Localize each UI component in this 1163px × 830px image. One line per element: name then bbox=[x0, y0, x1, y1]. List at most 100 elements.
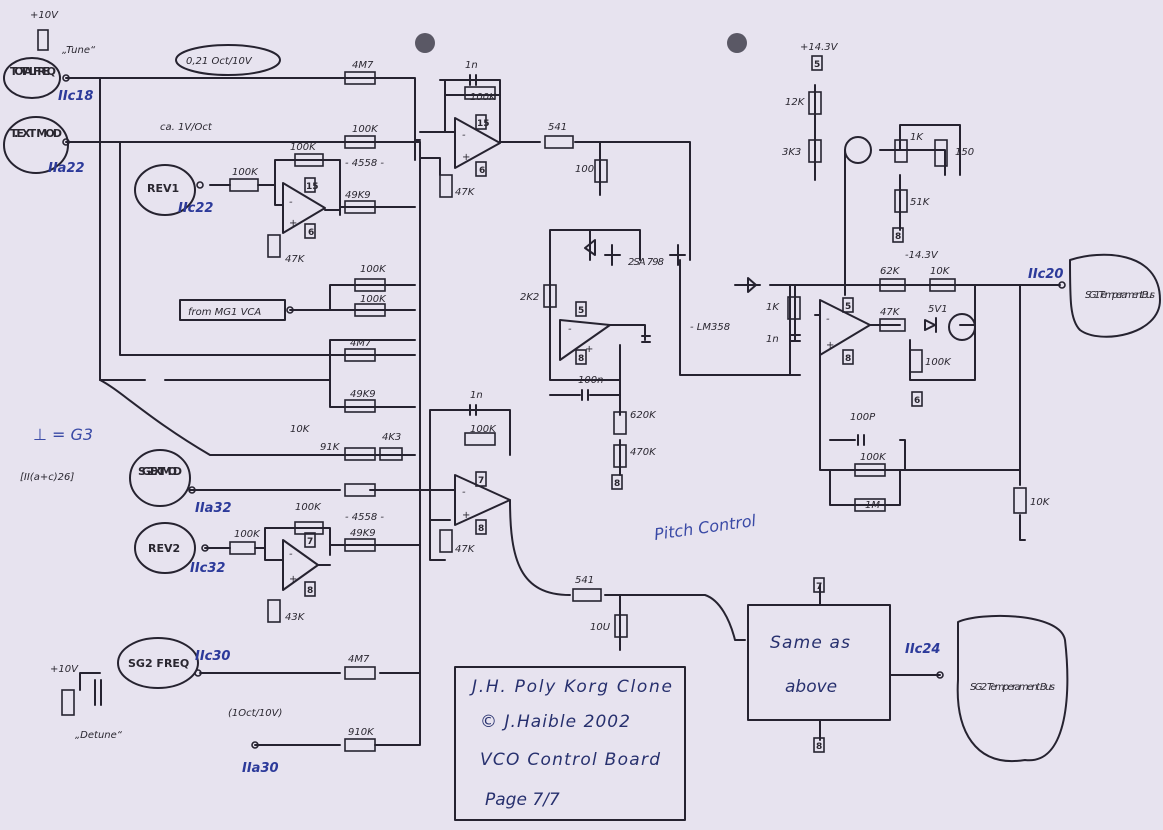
capacitors bbox=[79, 74, 865, 706]
resistors bbox=[37, 29, 1027, 752]
bubble-from-mg1 bbox=[179, 299, 286, 321]
ref-iia30: IIa30 bbox=[242, 761, 279, 776]
opamp-rev2 bbox=[282, 539, 319, 591]
svg-text:+10V: +10V bbox=[30, 10, 59, 21]
val-100k-out: 100K bbox=[925, 357, 952, 368]
val-1k: 1K bbox=[766, 302, 780, 313]
svg-text:6: 6 bbox=[308, 228, 314, 238]
svg-text:8: 8 bbox=[845, 354, 851, 364]
svg-text:8: 8 bbox=[578, 354, 584, 364]
val-100k-rev1: 100K bbox=[232, 167, 259, 178]
svg-text:8: 8 bbox=[307, 586, 313, 596]
val-541-top: 541 bbox=[548, 122, 567, 133]
resistor-47k-a bbox=[439, 174, 453, 198]
ref-iia22: IIa22 bbox=[48, 161, 85, 176]
label-sg1-out: SG1 Temperament Bus bbox=[1085, 290, 1155, 301]
val-91k: 91K bbox=[320, 442, 341, 453]
val-10k: 10K bbox=[930, 266, 951, 277]
ref-iic32: IIc32 bbox=[190, 561, 225, 576]
val-4k3: 4K3 bbox=[382, 432, 401, 443]
resistor-4k3 bbox=[379, 447, 403, 461]
svg-text:+: + bbox=[462, 510, 470, 521]
svg-text:+: + bbox=[462, 152, 470, 163]
detune-label: „Detune“ bbox=[75, 730, 123, 741]
val-12k: 12K bbox=[785, 97, 806, 108]
svg-text:7: 7 bbox=[307, 537, 313, 547]
val-4558-top: - 4558 - bbox=[345, 158, 384, 169]
detune-pot bbox=[61, 689, 75, 716]
val-541-low: 541 bbox=[575, 575, 594, 586]
val-1m: 1M bbox=[865, 500, 880, 511]
resistor-100 bbox=[594, 159, 608, 183]
label-from-mg1: from MG1 VCA bbox=[188, 307, 261, 318]
ref-iic18: IIc18 bbox=[58, 89, 93, 104]
svg-text:6: 6 bbox=[914, 396, 920, 406]
bubble-total-freq bbox=[3, 57, 61, 99]
val-47k-rev1: 47K bbox=[285, 254, 306, 265]
component-values: 4M7 100K 1n 100K 541 100 47K - 4558 - 49… bbox=[232, 42, 1051, 738]
val-47k-b: 47K bbox=[455, 544, 476, 555]
label-sg2-out: SG2 Temperament Bus bbox=[970, 682, 1055, 693]
val-10k-gnd: 10K bbox=[1030, 497, 1051, 508]
svg-text:-: - bbox=[568, 324, 572, 335]
val-4m7-top: 4M7 bbox=[352, 60, 374, 71]
val-1n-r: 1n bbox=[766, 334, 779, 345]
ref-iic22: IIc22 bbox=[178, 201, 213, 216]
resistor-49k9-mid bbox=[344, 399, 376, 413]
punch-hole-left bbox=[415, 33, 435, 53]
ground-sub: [II(a+c)26] bbox=[20, 472, 74, 483]
same-as-above-line2: above bbox=[785, 677, 837, 697]
val-p15: +14.3V bbox=[800, 42, 839, 53]
note-1oct: (1Oct/10V) bbox=[228, 708, 282, 719]
resistor-10k-gnd bbox=[1013, 487, 1027, 514]
opamp-1 bbox=[454, 117, 501, 169]
val-62k: 62K bbox=[880, 266, 901, 277]
ground-note: ⊥ = G3 bbox=[33, 425, 93, 444]
val-10u: 10U bbox=[590, 622, 611, 633]
val-51k: 51K bbox=[910, 197, 931, 208]
resistor-100k-fb1 bbox=[464, 86, 496, 100]
bubble-sg2-out bbox=[956, 615, 1069, 763]
svg-text:5: 5 bbox=[814, 60, 820, 70]
opamp-2 bbox=[454, 474, 511, 526]
resistor-100k-rev1fb bbox=[294, 153, 324, 167]
bubble-sg2-freq bbox=[117, 637, 199, 689]
val-620k: 620K bbox=[630, 410, 657, 421]
svg-text:+: + bbox=[585, 344, 593, 355]
resistor-sg2-ext bbox=[344, 483, 376, 497]
svg-text:-: - bbox=[826, 314, 830, 325]
svg-text:15: 15 bbox=[477, 119, 490, 129]
val-910k: 910K bbox=[348, 727, 375, 738]
svg-text:+: + bbox=[289, 574, 297, 585]
title-block-frame bbox=[454, 666, 686, 821]
resistor-47k-out bbox=[879, 318, 906, 332]
input-bubbles bbox=[3, 44, 1161, 763]
val-m15: -14.3V bbox=[905, 250, 939, 261]
resistor-2k2 bbox=[543, 284, 557, 308]
label-sg2-freq: SG2 FREQ bbox=[128, 657, 189, 670]
title-line3: VCO Control Board bbox=[480, 750, 660, 770]
val-100k-mid: 100K bbox=[360, 264, 387, 275]
title-line1: J.H. Poly Korg Clone bbox=[469, 677, 672, 697]
val-4558-low: - 4558 - bbox=[345, 512, 384, 523]
opamp-lm358-a bbox=[559, 319, 611, 361]
resistor-rev1 bbox=[229, 178, 259, 192]
val-5v1: 5V1 bbox=[928, 304, 948, 315]
resistor-51k bbox=[894, 189, 908, 213]
note-oct: 0,21 Oct/10V bbox=[186, 56, 253, 67]
resistor-47k-b bbox=[439, 529, 453, 553]
val-100k-rev2: 100K bbox=[234, 529, 261, 540]
val-100k-fb1: 100K bbox=[470, 92, 497, 103]
svg-text:+: + bbox=[826, 340, 834, 351]
resistor-3k3 bbox=[808, 139, 822, 163]
resistor-4m7-top bbox=[344, 71, 376, 85]
punch-hole-right bbox=[727, 33, 747, 53]
svg-text:-: - bbox=[462, 130, 466, 141]
bubble-rev2 bbox=[134, 522, 196, 574]
same-as-above-box bbox=[747, 604, 891, 721]
val-49k9-mid: 49K9 bbox=[350, 389, 376, 400]
val-100: 100 bbox=[575, 164, 594, 175]
bubble-sg1 bbox=[1069, 253, 1161, 338]
title-line4: Page 7/7 bbox=[485, 790, 560, 810]
pin-boxes: 15 6 15 6 7 8 7 8 5 8 8 5 8 5 8 6 7 8 bbox=[304, 55, 923, 753]
